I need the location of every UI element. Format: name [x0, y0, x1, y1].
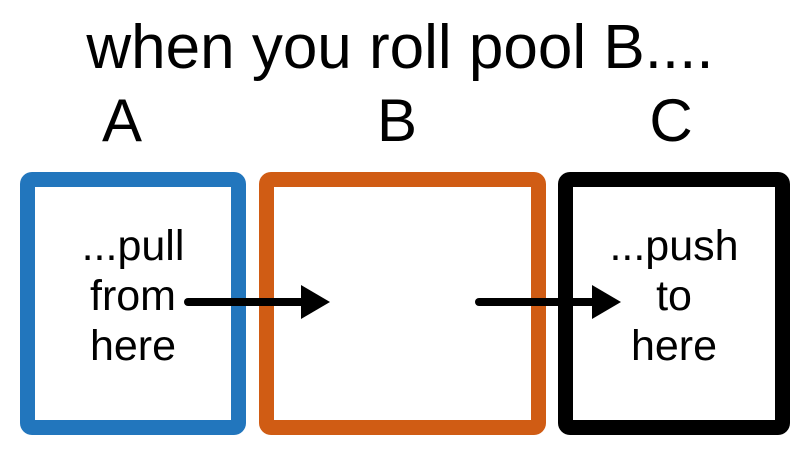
pool-c-text-line: to	[656, 271, 692, 320]
pool-c-text-line: here	[630, 321, 718, 370]
pool-c-box: ...push to here	[558, 172, 790, 435]
pool-b-box	[259, 172, 546, 435]
pool-a-text: ...pull from here	[82, 221, 185, 371]
pool-a-text-line: ...pull	[81, 221, 185, 270]
pool-c-text: ...push to here	[609, 221, 738, 371]
pool-a-text-line: here	[89, 321, 177, 370]
pool-c-label: C	[649, 87, 693, 154]
pool-a-box: ...pull from here	[20, 172, 246, 435]
pool-c-text-line: ...push	[609, 221, 739, 270]
pool-b-label: B	[376, 87, 418, 154]
pool-a-label: A	[101, 87, 143, 154]
pool-a-text-line: from	[90, 271, 176, 320]
diagram-title: when you roll pool B....	[86, 13, 714, 82]
